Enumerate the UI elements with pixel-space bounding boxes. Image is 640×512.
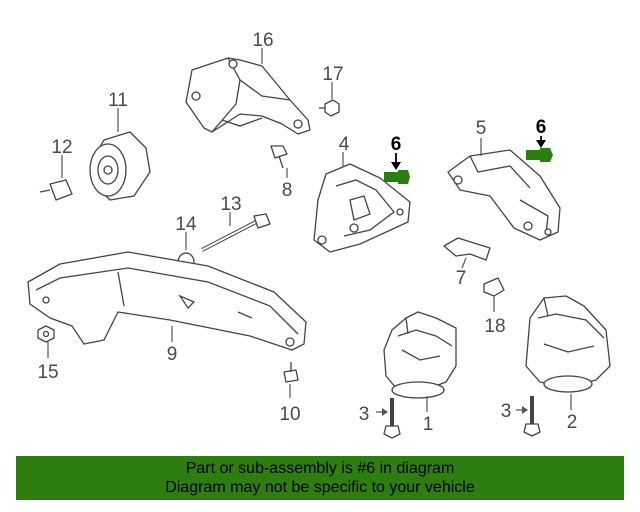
callout-7: 7 xyxy=(456,268,467,289)
callout-2: 2 xyxy=(567,412,578,433)
callout-6-right: 6 xyxy=(536,117,547,138)
callout-3-right: 3 xyxy=(501,401,512,422)
callout-3-left: 3 xyxy=(359,404,370,425)
part-9-crossmember[interactable] xyxy=(27,251,307,351)
part-12-mount[interactable] xyxy=(39,179,73,201)
part-2-engine-mount[interactable] xyxy=(525,295,611,393)
callout-13: 13 xyxy=(220,194,241,215)
part-10-bolt[interactable] xyxy=(283,362,299,383)
callout-9: 9 xyxy=(167,344,178,365)
banner-line-2: Diagram may not be specific to your vehi… xyxy=(165,479,475,496)
part-3-bolt-left[interactable] xyxy=(383,398,401,439)
parts-diagram: 16 17 11 12 8 4 6 xyxy=(27,30,611,439)
callout-16: 16 xyxy=(252,30,273,51)
part-6-bolt-left[interactable] xyxy=(384,170,410,184)
callout-12: 12 xyxy=(51,137,72,158)
part-5-bracket[interactable] xyxy=(447,149,561,241)
callout-14: 14 xyxy=(175,214,197,235)
part-1-engine-mount[interactable] xyxy=(383,311,457,399)
callout-1: 1 xyxy=(423,414,434,435)
part-15-nut[interactable] xyxy=(37,325,55,343)
callout-11: 11 xyxy=(108,90,128,111)
callout-6-left: 6 xyxy=(391,134,402,155)
callout-5: 5 xyxy=(476,118,487,139)
part-7-clip[interactable] xyxy=(443,237,491,261)
callout-18: 18 xyxy=(484,316,505,337)
part-6-bolt-right[interactable] xyxy=(526,148,553,162)
callout-15: 15 xyxy=(37,362,58,383)
callout-10: 10 xyxy=(279,404,300,425)
callout-4: 4 xyxy=(339,134,350,155)
part-11-bushing[interactable] xyxy=(89,131,151,201)
part-18-bracket[interactable] xyxy=(483,277,505,297)
part-17-stud[interactable] xyxy=(319,99,340,117)
callout-8: 8 xyxy=(282,180,293,201)
part-8-bolt[interactable] xyxy=(270,145,288,169)
part-3-bolt-right[interactable] xyxy=(523,396,541,437)
banner-line-1: Part or sub-assembly is #6 in diagram xyxy=(185,460,455,477)
callout-17: 17 xyxy=(322,64,343,85)
info-banner: Part or sub-assembly is #6 in diagram Di… xyxy=(16,456,624,500)
part-13-bolt[interactable] xyxy=(201,213,271,252)
part-4-bracket[interactable] xyxy=(313,163,411,253)
part-16-bracket[interactable] xyxy=(185,57,311,135)
